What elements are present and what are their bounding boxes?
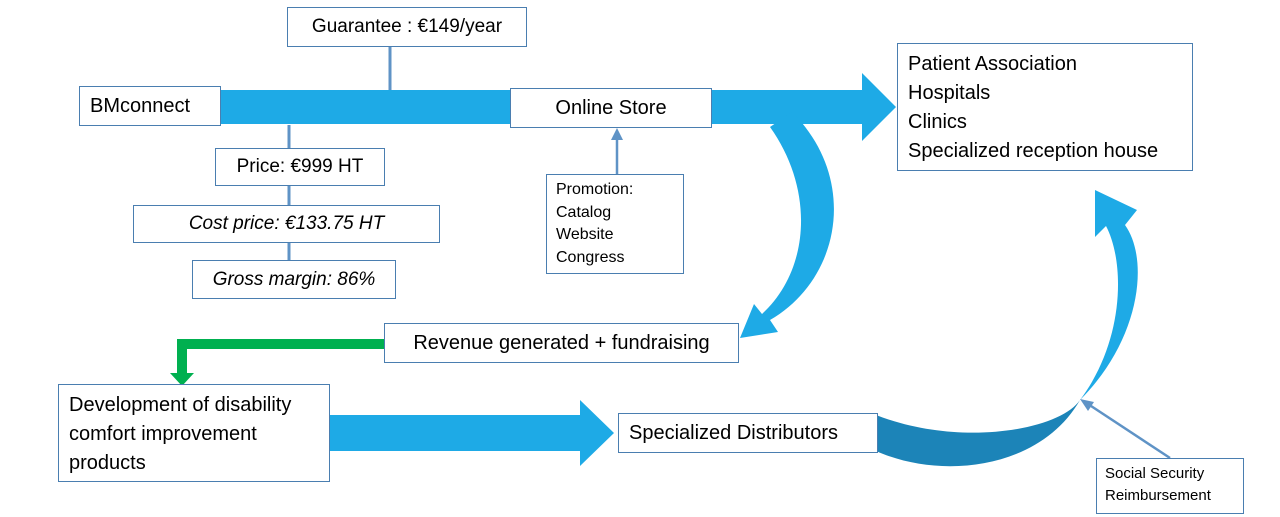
- promotion-heading: Promotion:: [556, 181, 634, 198]
- customers-box: Patient Association Hospitals Clinics Sp…: [897, 43, 1193, 171]
- cost-price-box: Cost price: €133.75 HT: [133, 205, 440, 243]
- online-store-label: Online Store: [555, 96, 667, 119]
- cost-price-label: Cost price: €133.75 HT: [188, 213, 385, 234]
- development-line-2: comfort improvement: [69, 423, 257, 445]
- social-security-line-1: Social Security: [1105, 465, 1205, 482]
- development-line-3: products: [69, 452, 146, 474]
- promotion-item-congress: Congress: [556, 248, 625, 266]
- development-box: Development of disability comfort improv…: [58, 384, 330, 482]
- customer-hospitals: Hospitals: [908, 82, 991, 104]
- revenue-box: Revenue generated + fundraising: [384, 323, 739, 363]
- promotion-item-website: Website: [556, 226, 614, 243]
- gross-margin-box: Gross margin: 86%: [192, 260, 396, 299]
- distributors-box: Specialized Distributors: [618, 413, 878, 453]
- gross-margin-label: Gross margin: 86%: [212, 268, 376, 290]
- customer-patient-association: Patient Association: [908, 53, 1077, 75]
- reimbursement-upward-arrow: [1080, 190, 1138, 400]
- customer-reception-house: Specialized reception house: [908, 140, 1159, 162]
- development-to-distributors-arrow: [330, 400, 614, 466]
- bmconnect-label: BMconnect: [90, 94, 191, 117]
- social-security-pointer-head: [1080, 399, 1094, 411]
- green-elbow-arrow: [170, 339, 385, 386]
- social-security-line-2: Reimbursement: [1105, 487, 1211, 504]
- reimbursement-swoosh-arrow: [876, 400, 1080, 467]
- curved-arrow-to-revenue: [740, 112, 834, 338]
- guarantee-label: Guarantee : €149/year: [311, 16, 503, 37]
- online-store-box: Online Store: [510, 88, 712, 128]
- social-security-pointer: [1087, 402, 1171, 460]
- promotion-box: Promotion: Catalog Website Congress: [546, 174, 684, 274]
- promotion-arrowhead: [611, 128, 623, 140]
- social-security-box: Social Security Reimbursement: [1096, 458, 1244, 514]
- revenue-label: Revenue generated + fundraising: [413, 331, 710, 354]
- bmconnect-box: BMconnect: [79, 86, 221, 126]
- development-line-1: Development of disability: [69, 394, 292, 416]
- price-label: Price: €999 HT: [236, 156, 364, 177]
- promotion-item-catalog: Catalog: [556, 203, 612, 221]
- price-box: Price: €999 HT: [215, 148, 385, 186]
- customer-clinics: Clinics: [908, 111, 967, 133]
- distributors-label: Specialized Distributors: [629, 421, 838, 444]
- guarantee-box: Guarantee : €149/year: [287, 7, 527, 47]
